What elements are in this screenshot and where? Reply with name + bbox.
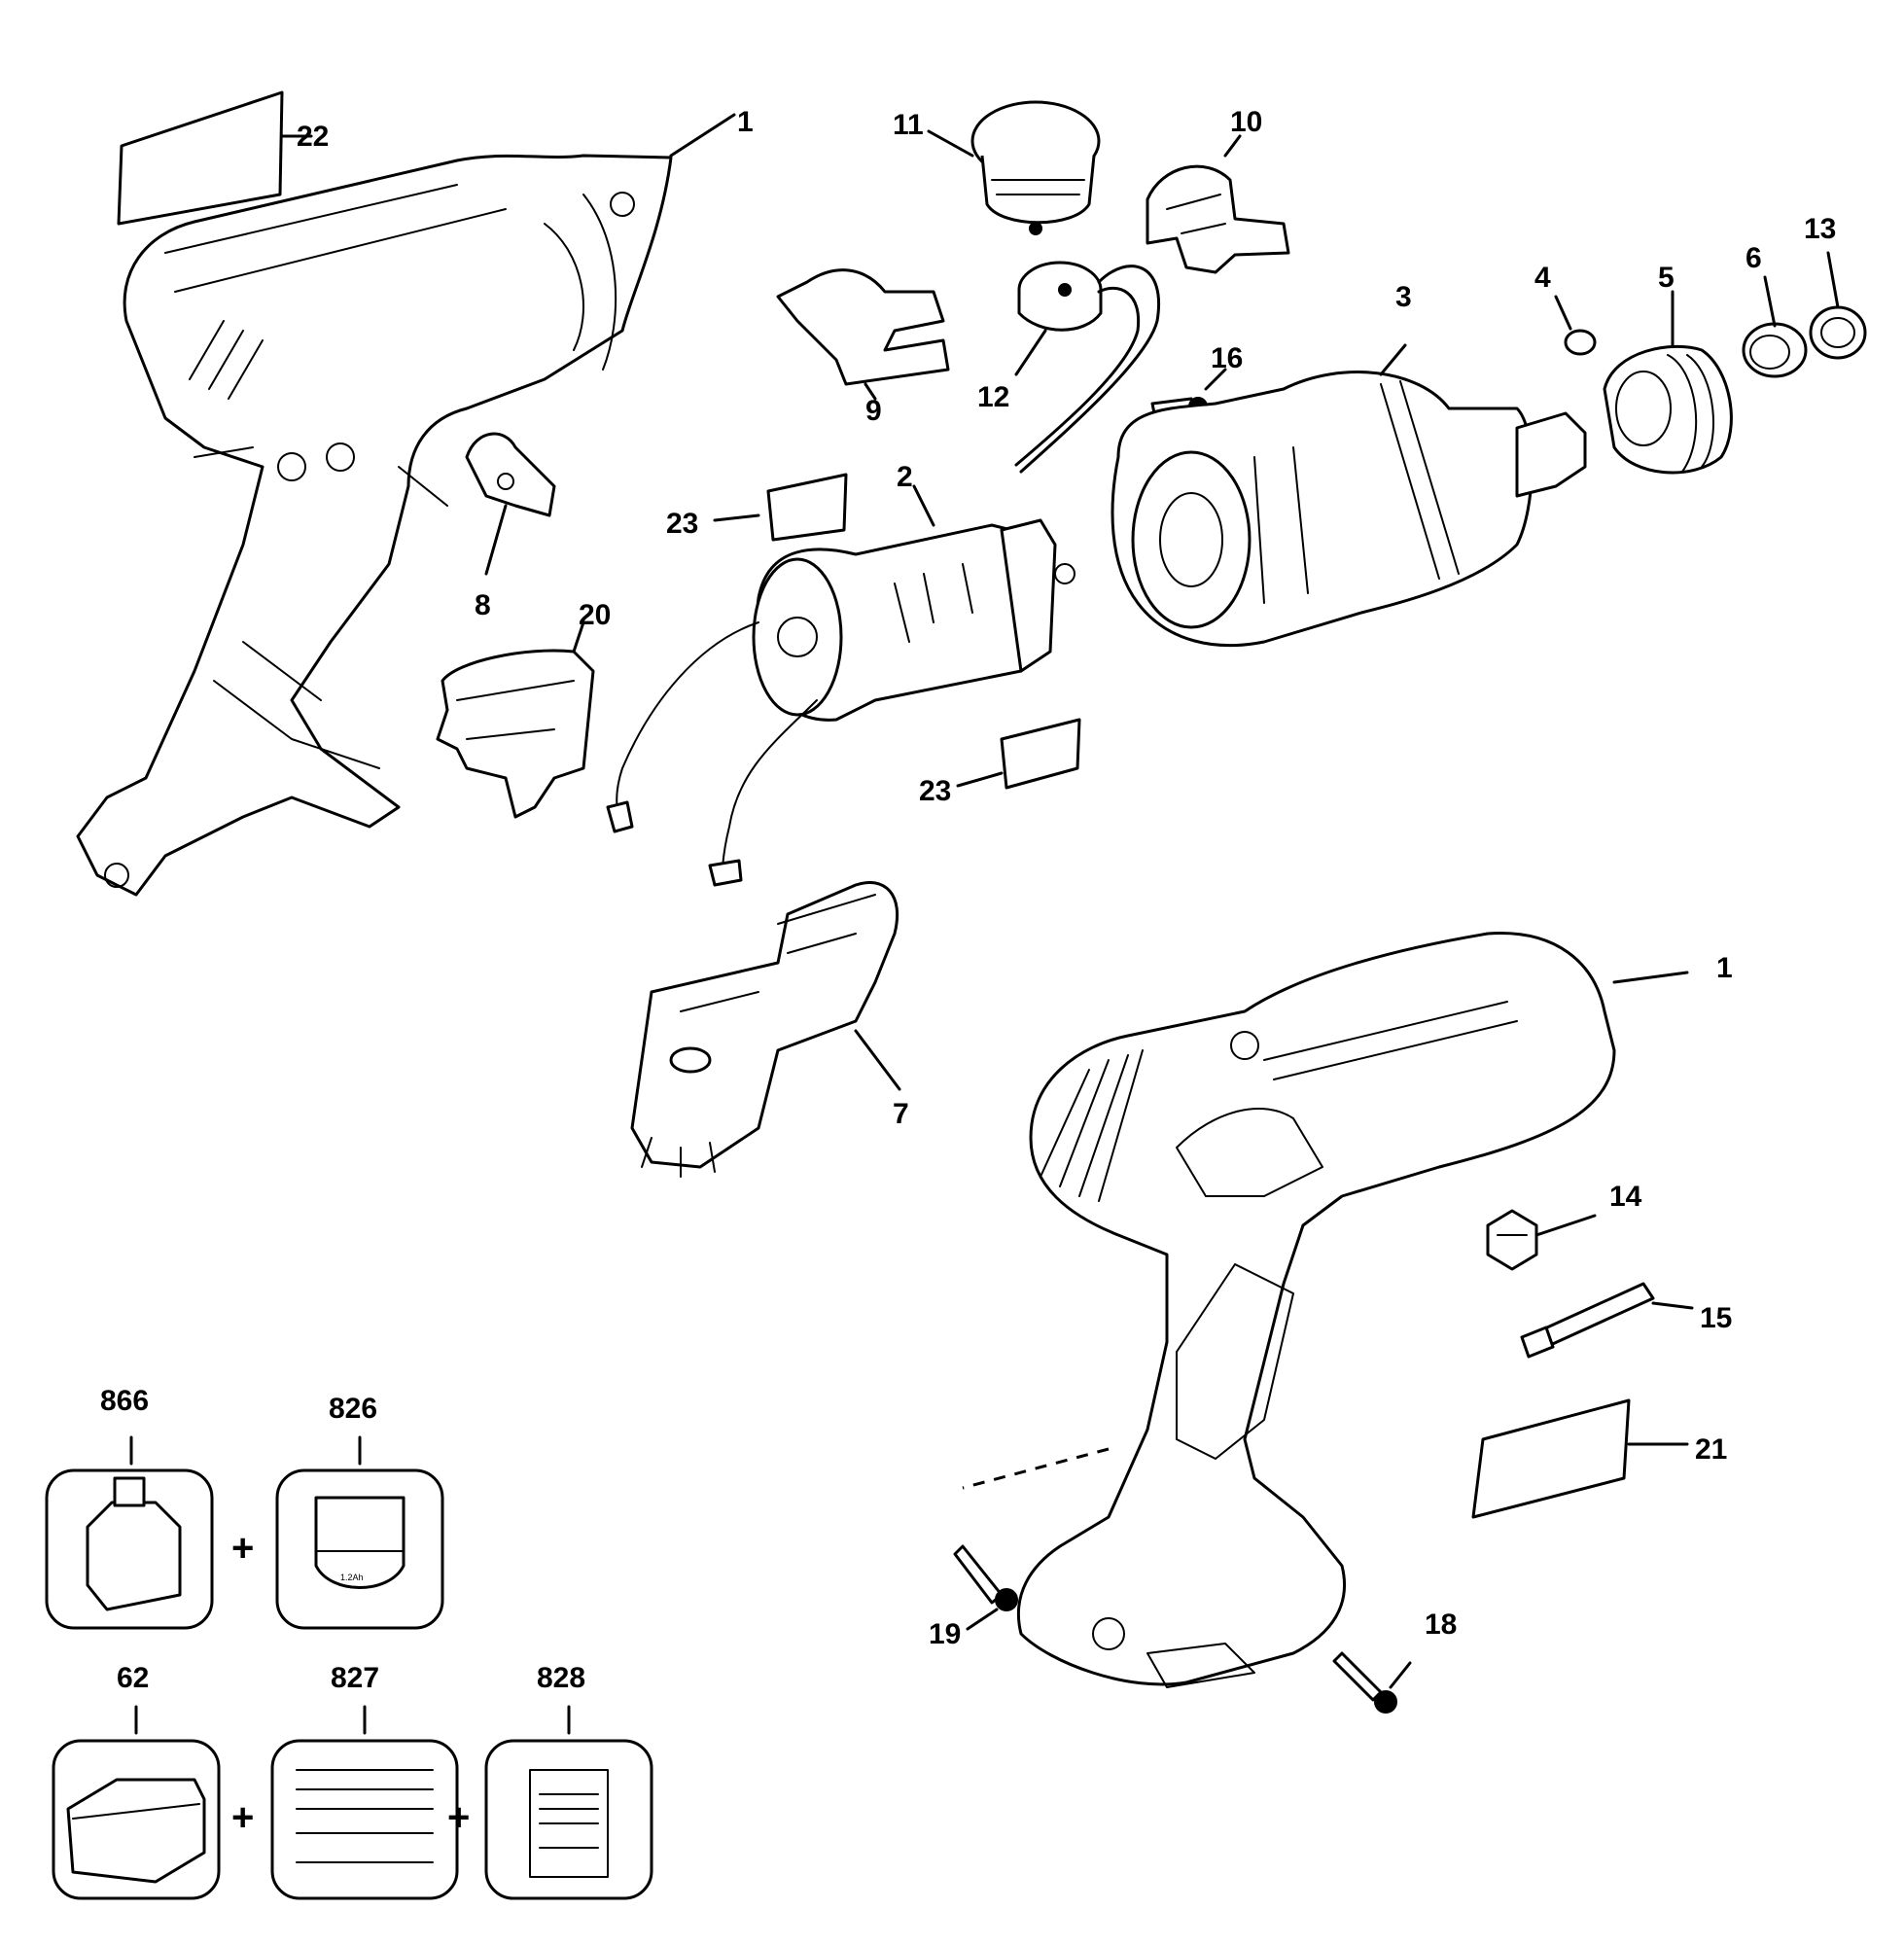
part-21-label-card	[1471, 1398, 1689, 1519]
callout-866: 866	[100, 1385, 149, 1417]
part-11-cap	[927, 100, 1101, 235]
part-7-switch-assembly	[630, 880, 901, 1178]
callout-16: 16	[1211, 342, 1243, 374]
callout-1-lower: 1	[1716, 952, 1733, 984]
plus-sign: +	[231, 1796, 254, 1839]
plus-sign: +	[231, 1527, 254, 1570]
callout-826: 826	[329, 1393, 377, 1425]
callout-1-top: 1	[737, 106, 754, 138]
callout-828: 828	[537, 1662, 585, 1694]
callout-3: 3	[1395, 281, 1412, 313]
kit-826-label-text: 1.2Ah	[340, 1573, 364, 1582]
callout-2: 2	[897, 461, 913, 493]
kit-827-charger-label	[270, 1705, 459, 1900]
part-15-bit	[1520, 1282, 1694, 1359]
kit-866-battery	[45, 1435, 214, 1630]
callout-23-lower: 23	[919, 775, 951, 807]
part-22-label-card	[117, 90, 313, 226]
plus-sign: +	[447, 1796, 470, 1839]
callout-11: 11	[893, 109, 924, 141]
callout-12: 12	[977, 381, 1009, 413]
part-1-left-housing	[76, 113, 736, 897]
callout-827: 827	[331, 1662, 379, 1694]
callout-14: 14	[1609, 1181, 1642, 1213]
kit-828-charger-label	[484, 1705, 653, 1900]
callout-10: 10	[1230, 106, 1262, 138]
callout-19: 19	[929, 1618, 961, 1650]
part-2-motor	[606, 484, 1075, 887]
part-20-shroud	[436, 620, 595, 819]
part-12-switch-with-wires	[1014, 261, 1160, 474]
callout-13: 13	[1804, 213, 1836, 245]
part-1-assembled-drill	[962, 932, 1689, 1688]
callout-22: 22	[297, 121, 329, 153]
part-14-clip	[1486, 1209, 1597, 1271]
callout-9: 9	[865, 395, 882, 427]
callout-20: 20	[579, 599, 611, 631]
part-8-bracket	[465, 432, 556, 576]
callout-15: 15	[1700, 1302, 1732, 1334]
part-13-ring	[1809, 251, 1867, 360]
part-4-washer	[1554, 295, 1597, 356]
kit-826-battery-label: 1.2Ah	[275, 1435, 444, 1630]
callout-6: 6	[1745, 242, 1762, 274]
part-23-label-upper	[713, 473, 848, 542]
kit-62-charger	[52, 1705, 221, 1900]
part-9-clip	[776, 268, 950, 401]
part-3-gearbox	[1111, 343, 1587, 648]
part-19-screw	[953, 1544, 1018, 1631]
callout-21: 21	[1695, 1433, 1727, 1466]
part-18-screw	[1332, 1651, 1412, 1714]
part-6-ring	[1742, 275, 1808, 378]
part-23-label-lower	[956, 718, 1081, 790]
callout-4: 4	[1534, 262, 1551, 294]
callout-18: 18	[1425, 1609, 1457, 1641]
callout-7: 7	[893, 1098, 909, 1130]
callout-23-upper: 23	[666, 508, 698, 540]
part-10-bracket	[1146, 134, 1290, 274]
part-5-spring-collar	[1603, 290, 1733, 475]
callout-5: 5	[1658, 262, 1675, 294]
callout-62: 62	[117, 1662, 149, 1694]
callout-8: 8	[475, 589, 491, 621]
